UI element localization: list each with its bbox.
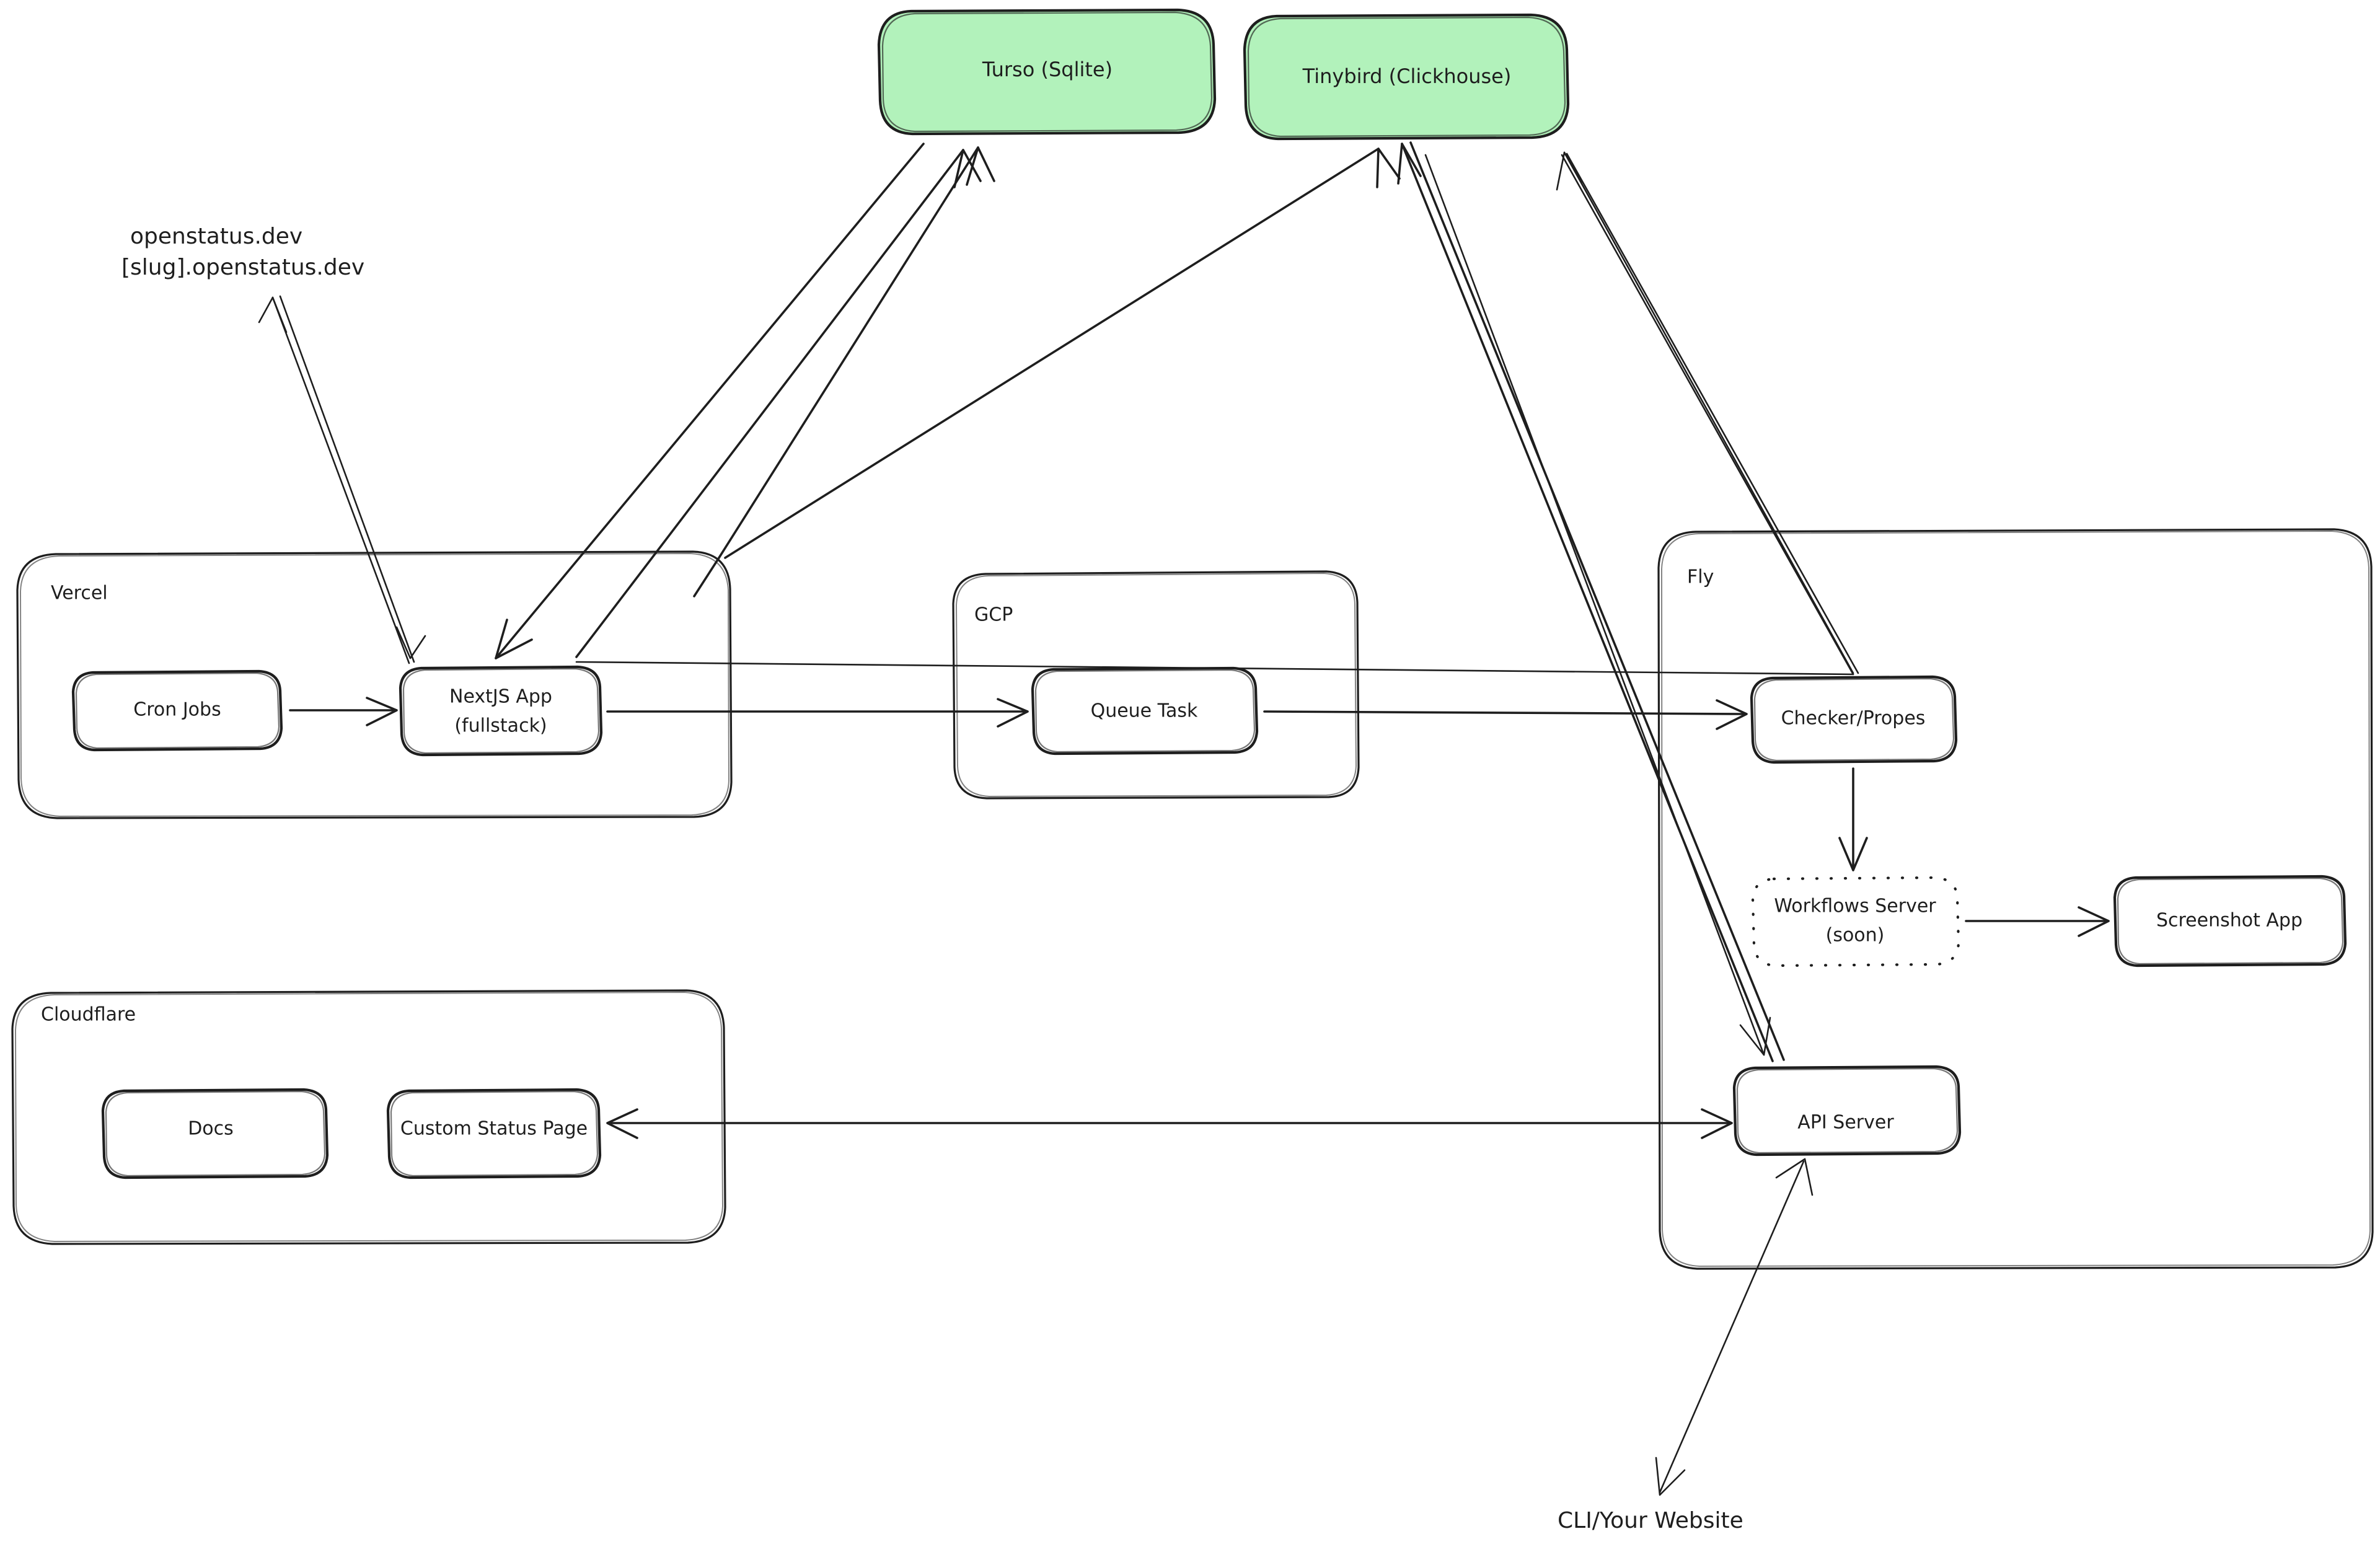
node-nextjs-app[interactable]	[399, 665, 603, 757]
node-screenshot-app[interactable]	[2113, 875, 2347, 967]
node-workflows-server[interactable]	[1751, 876, 1960, 967]
edge-nextjs-to-domains	[258, 295, 426, 664]
label-cli-your-website: CLI/Your Website	[1558, 1508, 1743, 1533]
node-turso[interactable]	[877, 8, 1217, 136]
edge-nextjs-turso-up2	[575, 149, 982, 658]
edge-queue-to-checker	[1263, 699, 1748, 730]
group-label-fly: Fly	[1687, 566, 1714, 588]
edge-checker-to-workflows	[1838, 767, 1868, 871]
node-label-checker-probes: Checker/Propes	[1781, 708, 1926, 729]
node-label-screenshot-app: Screenshot App	[2156, 910, 2303, 932]
group-gcp[interactable]	[952, 570, 1360, 800]
group-label-cloudflare: Cloudflare	[41, 1004, 136, 1026]
edge-nextjs-to-queue	[606, 698, 1029, 728]
node-cron-jobs[interactable]	[71, 669, 283, 752]
node-label-custom-status-page: Custom Status Page	[400, 1118, 588, 1140]
node-docs[interactable]	[101, 1088, 329, 1179]
node-label-api-server: API Server	[1797, 1112, 1894, 1134]
node-queue-task[interactable]	[1031, 666, 1259, 756]
node-label-nextjs-app-line2: (fullstack)	[454, 715, 547, 737]
label-domains-line2: [slug].openstatus.dev	[121, 255, 364, 280]
node-label-workflows-server-line2: (soon)	[1826, 925, 1885, 946]
node-label-docs: Docs	[188, 1118, 234, 1140]
node-api-server[interactable]	[1732, 1065, 1962, 1157]
edge-turso-nextjs-down	[495, 143, 925, 659]
edge-checker-tinybird	[1556, 151, 1854, 674]
node-label-queue-task: Queue Task	[1091, 700, 1198, 722]
node-label-tinybird: Tinybird (Clickhouse)	[1302, 64, 1512, 88]
group-label-vercel: Vercel	[51, 583, 108, 604]
node-label-nextjs-app-line1: NextJS App	[449, 686, 552, 708]
edge-nextjs-to-tinybird	[724, 148, 1401, 559]
edge-cli-to-api	[1655, 1158, 1814, 1496]
label-domains-line1: openstatus.dev	[130, 224, 302, 249]
edge-api-to-status-page	[606, 1108, 1733, 1139]
edge-nextjs-turso-up	[693, 146, 995, 597]
edge-tinybird-to-api	[1424, 154, 1771, 1056]
node-label-workflows-server-line1: Workflows Server	[1774, 896, 1936, 917]
edge-cron-to-nextjs	[289, 697, 398, 726]
edge-workflows-to-screenshot	[1965, 906, 2110, 937]
group-cloudflare[interactable]	[11, 989, 726, 1245]
group-vercel[interactable]	[16, 550, 733, 819]
node-label-cron-jobs: Cron Jobs	[133, 699, 221, 721]
node-checker-probes[interactable]	[1750, 675, 1958, 764]
edge-api-to-tinybird	[1397, 141, 1785, 1062]
group-fly[interactable]	[1657, 528, 2374, 1270]
node-tinybird[interactable]	[1243, 13, 1570, 141]
node-label-turso: Turso (Sqlite)	[982, 58, 1113, 81]
edge-checker-to-nextjs	[575, 152, 1859, 676]
group-label-gcp: GCP	[974, 604, 1013, 626]
node-custom-status-page[interactable]	[386, 1088, 602, 1179]
